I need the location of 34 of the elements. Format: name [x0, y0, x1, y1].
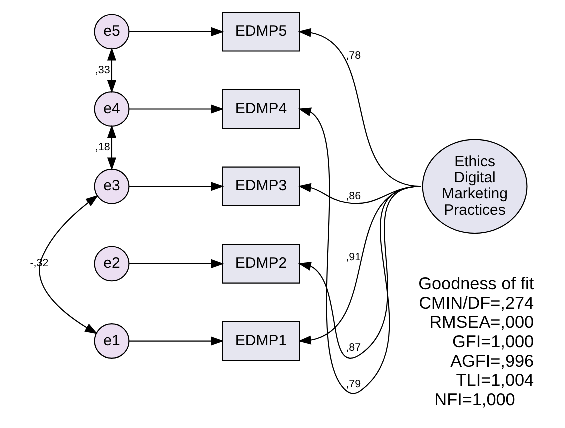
node-circle: e4: [94, 92, 130, 127]
arrow: [107, 125, 116, 171]
node-circle: e1: [94, 324, 130, 359]
arrow: [129, 182, 224, 192]
node-box: EDMP3: [222, 166, 300, 206]
node-circle: e2: [94, 246, 130, 282]
arrow: [129, 104, 224, 114]
edge-label: ,86: [346, 190, 362, 202]
arrow: [129, 259, 224, 268]
label: Goodness of fit: [418, 274, 534, 294]
node-circle: e3: [94, 168, 130, 204]
arrow: [39, 195, 99, 334]
edge-label: ,78: [346, 50, 362, 62]
edge-label: ,18: [95, 142, 110, 154]
label: RMSEA=,000: [430, 312, 534, 332]
edge-label: ,33: [95, 64, 110, 76]
node-box: EDMP4: [222, 89, 300, 130]
node-box: EDMP1: [222, 321, 300, 362]
label: GFI=1,000: [452, 332, 534, 352]
label: NFI=1,000: [434, 390, 516, 410]
label: AGFI=,996: [450, 350, 534, 371]
edge-label: ,87: [346, 342, 362, 354]
label: TLI=1,004: [456, 370, 534, 390]
node-circle: e5: [94, 14, 130, 50]
arrow: [129, 336, 224, 346]
node-box: EDMP5: [222, 12, 300, 52]
arrow: [129, 27, 224, 36]
node-box: EDMP2: [222, 244, 300, 284]
arrow: [298, 108, 422, 394]
edge-label: ,79: [346, 378, 362, 390]
edge-label: ,91: [346, 252, 362, 264]
node-ellipse: Ethics Digital Marketing Practices: [422, 139, 528, 234]
arrow: [107, 48, 116, 94]
label: CMIN/DF=,274: [419, 292, 534, 313]
